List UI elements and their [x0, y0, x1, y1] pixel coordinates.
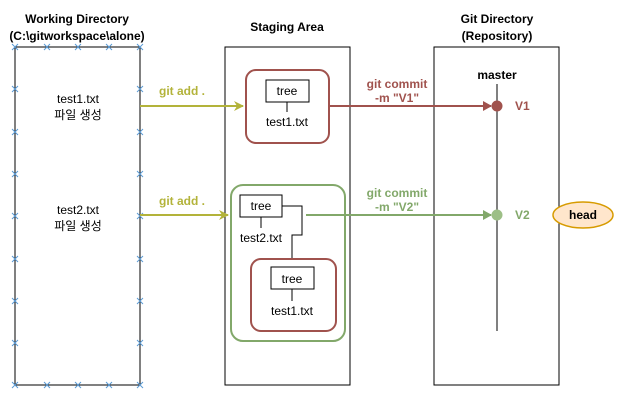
tree-label-v2: tree: [251, 199, 272, 213]
tree-link-v2: [282, 205, 303, 267]
add-arrow-1-label: git add .: [159, 84, 205, 98]
staging-area-title: Staging Area: [250, 20, 324, 34]
file1-action: 파일 생성: [54, 108, 102, 122]
file-label-v1: test1.txt: [266, 115, 309, 129]
head-ellipse: [552, 201, 614, 229]
commit-arrow-2-label-line2: -m "V2": [375, 200, 419, 214]
commit-v1-node: [491, 100, 503, 112]
commit-v2-node: [491, 209, 503, 221]
commit-arrow-1-label-line2: -m "V1": [375, 91, 419, 105]
git-directory-panel: Git Directory (Repository) master V1 V2: [433, 12, 560, 386]
commit-arrow-2-label-line1: git commit: [367, 186, 428, 200]
file-label-v2: test2.txt: [240, 231, 283, 245]
selection-handles: [11, 43, 144, 389]
tree-label-v1: tree: [277, 84, 298, 98]
working-directory-title: Working Directory: [25, 12, 129, 26]
head-pointer: head: [552, 201, 614, 229]
file2-name: test2.txt: [57, 203, 100, 217]
git-directory-title: Git Directory: [461, 12, 534, 26]
file1-name: test1.txt: [57, 92, 100, 106]
staging-area-panel: Staging Area tree test1.txt tree test2.t…: [224, 20, 351, 386]
working-directory-panel: Working Directory (C:\gitworkspace\alone…: [9, 12, 145, 386]
git-directory-subtitle: (Repository): [462, 29, 533, 43]
add-arrow-2-label: git add .: [159, 194, 205, 208]
file2-action: 파일 생성: [54, 219, 102, 233]
working-directory-box: [14, 46, 141, 386]
commit-v2-label: V2: [515, 208, 530, 222]
add-arrow-1: git add .: [140, 84, 244, 111]
branch-label: master: [477, 68, 517, 82]
commit-arrow-1: git commit -m "V1": [329, 77, 492, 111]
add-arrow-2: git add .: [140, 194, 229, 220]
commit-v1-label: V1: [515, 99, 530, 113]
nested-file-label: test1.txt: [271, 304, 314, 318]
nested-tree-label: tree: [282, 272, 303, 286]
head-label: head: [569, 208, 597, 222]
commit-arrow-2: git commit -m "V2": [306, 186, 492, 220]
commit-arrow-1-label-line1: git commit: [367, 77, 428, 91]
working-directory-path: (C:\gitworkspace\alone): [9, 29, 144, 43]
